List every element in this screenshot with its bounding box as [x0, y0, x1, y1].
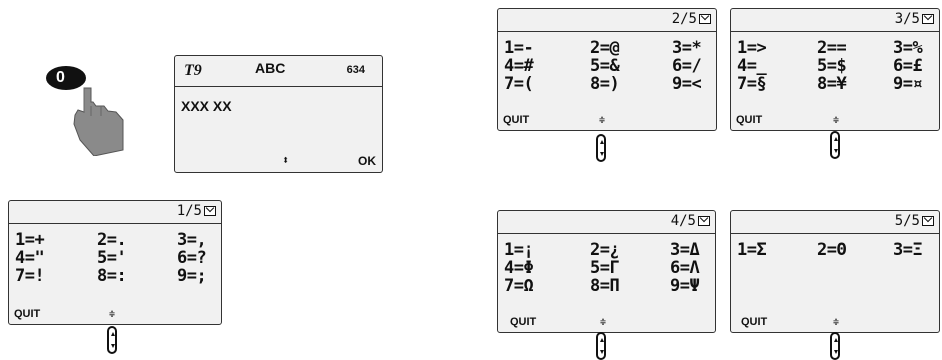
quit-softkey[interactable]: QUIT [503, 114, 530, 126]
symbol-cell: 5=Γ [590, 258, 620, 278]
symbol-cell: 1=+ [15, 230, 45, 250]
scroll-arrows-icon: ≑ [833, 317, 840, 328]
symbol-cell: 3=, [177, 230, 207, 250]
page-indicator: 1/5 [177, 203, 216, 219]
page-indicator: 2/5 [672, 11, 711, 27]
symbol-cell: 1=- [504, 38, 534, 58]
message-text: XXX XX [181, 98, 232, 114]
symbol-screen-3: 3/5 1=> 2== 3=% 4=_ 5=$ 6=£ 7=§ 8=¥ 9=¤ QUIT ≑ [730, 8, 940, 131]
symbol-cell: 3=% [893, 38, 923, 58]
symbol-cell: 4=_ [737, 56, 767, 76]
symbol-cell: 8=¥ [817, 74, 847, 94]
symbol-cell: 2=Θ [817, 240, 847, 260]
key-press-illustration: 0 [44, 66, 124, 157]
symbol-cell: 1=Σ [737, 240, 767, 260]
quit-softkey[interactable]: QUIT [736, 114, 763, 126]
ok-softkey[interactable]: OK [358, 154, 376, 168]
symbol-cell: 2=¿ [590, 240, 620, 260]
navigation-key[interactable] [830, 131, 840, 159]
symbol-cell: 6=£ [893, 56, 923, 76]
symbol-cell: 7=( [504, 74, 534, 94]
symbol-cell: 6=? [177, 248, 207, 268]
symbol-cell: 9=Ψ [670, 276, 700, 296]
symbol-cell: 4=" [15, 248, 45, 268]
scroll-arrows-icon: ≑ [109, 309, 116, 320]
symbol-cell: 6=Λ [670, 258, 700, 278]
zero-key-label: 0 [56, 69, 65, 86]
symbol-cell: 7=Ω [504, 276, 534, 296]
symbol-cell: 2== [817, 38, 847, 58]
symbol-screen-1: 1/5 1=+ 2=. 3=, 4=" 5=' 6=? 7=! 8=: 9=; QUIT ≑ [8, 200, 222, 325]
symbol-cell: 4=# [504, 56, 534, 76]
symbol-cell: 2=. [97, 230, 127, 250]
symbol-cell: 8=) [590, 74, 620, 94]
input-mode-indicator: ABC [255, 60, 286, 76]
symbol-cell: 2=@ [590, 38, 620, 58]
symbol-cell: 6=/ [672, 56, 702, 76]
character-count: 634 [346, 64, 365, 76]
scroll-arrows-icon: ≑ [600, 317, 607, 328]
symbol-cell: 3=Ξ [893, 240, 923, 260]
symbol-screen-4: 4/5 1=¡ 2=¿ 3=Δ 4=Φ 5=Γ 6=Λ 7=Ω 8=Π 9=Ψ QUIT ≑ [497, 210, 716, 333]
symbol-cell: 5=& [590, 56, 620, 76]
symbol-cell: 9=< [672, 74, 702, 94]
symbol-cell: 4=Φ [504, 258, 534, 278]
symbol-screen-5: 5/5 1=Σ 2=Θ 3=Ξ QUIT ≑ [730, 210, 940, 333]
symbol-cell: 8=: [97, 266, 127, 286]
symbol-screen-2: 2/5 1=- 2=@ 3=* 4=# 5=& 6=/ 7=( 8=) 9=< QUIT ≑ [497, 8, 717, 131]
quit-softkey[interactable]: QUIT [14, 308, 41, 320]
zero-key[interactable]: 0 [46, 66, 86, 90]
symbol-cell: 7=! [15, 266, 45, 286]
message-icon [699, 14, 711, 24]
symbol-cell: 9=; [177, 266, 207, 286]
symbol-cell: 9=¤ [893, 74, 923, 94]
navigation-key[interactable] [596, 134, 606, 162]
t9-indicator: T9 [184, 62, 202, 79]
symbol-cell: 3=Δ [670, 240, 700, 260]
scroll-arrows-icon: ≑ [833, 115, 840, 126]
symbol-cell: 7=§ [737, 74, 767, 94]
symbol-cell: 8=Π [590, 276, 620, 296]
symbol-cell: 1=> [737, 38, 767, 58]
navigation-key[interactable] [107, 326, 117, 354]
page-indicator: 4/5 [671, 213, 710, 229]
message-icon [922, 216, 934, 226]
scroll-arrows-icon: ≑ [599, 115, 606, 126]
hand-pointer-icon [73, 87, 124, 157]
page-indicator: 5/5 [895, 213, 934, 229]
symbol-cell: 1=¡ [504, 240, 534, 260]
text-entry-screen: T9 ABC 634 XXX XX ⬍ OK [174, 55, 383, 173]
navigation-key[interactable] [596, 332, 606, 360]
message-icon [698, 216, 710, 226]
message-icon [922, 14, 934, 24]
page-indicator: 3/5 [895, 11, 934, 27]
symbol-cell: 5=$ [817, 56, 847, 76]
scroll-arrows-icon: ⬍ [282, 153, 290, 167]
message-icon [204, 206, 216, 216]
symbol-cell: 3=* [672, 38, 702, 58]
navigation-key[interactable] [830, 332, 840, 360]
quit-softkey[interactable]: QUIT [741, 316, 768, 328]
symbol-cell: 5=' [97, 248, 127, 268]
quit-softkey[interactable]: QUIT [510, 316, 537, 328]
